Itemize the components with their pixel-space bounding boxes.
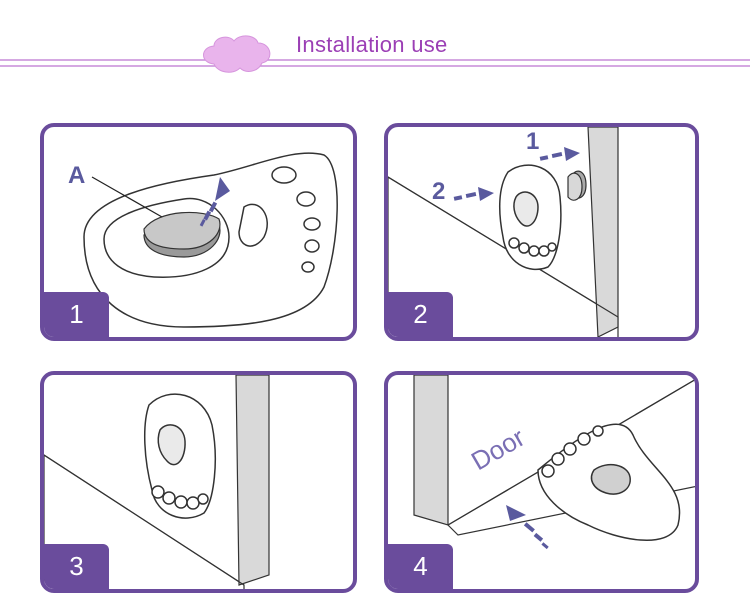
step-panel-4: Door 4 (384, 371, 699, 593)
door-label: Door (466, 422, 530, 476)
foot-stopper-wedged (537, 423, 681, 541)
step-number-3: 3 (44, 544, 109, 589)
adhesive-pad (143, 211, 221, 258)
foot-stopper-mounted (143, 393, 216, 519)
push-arrow-icon (506, 505, 549, 550)
arrow-label-2: 2 (432, 178, 445, 205)
step-number-1: 1 (44, 292, 109, 337)
cloud-icon (203, 35, 271, 73)
arrow-label-1: 1 (526, 128, 539, 155)
step-panel-2: 1 2 2 (384, 123, 699, 341)
step-number-4: 4 (388, 544, 453, 589)
step-panel-3: 3 (40, 371, 357, 593)
header-decoration (0, 35, 750, 73)
step-panel-1: A 1 (40, 123, 357, 341)
page-title: Installation use (296, 32, 448, 57)
pad-piece (567, 170, 587, 201)
arrow-2-icon (453, 187, 494, 201)
callout-line-a (91, 176, 163, 218)
arrow-1-icon (539, 147, 580, 161)
step-4-illustration: Door (413, 375, 695, 550)
label-a: A (68, 162, 85, 189)
peel-arrow-icon (199, 177, 230, 227)
header: Installation use (0, 0, 750, 90)
step-1-illustration: A (68, 152, 338, 328)
step-number-2: 2 (388, 292, 453, 337)
foot-stopper-side (498, 164, 562, 271)
